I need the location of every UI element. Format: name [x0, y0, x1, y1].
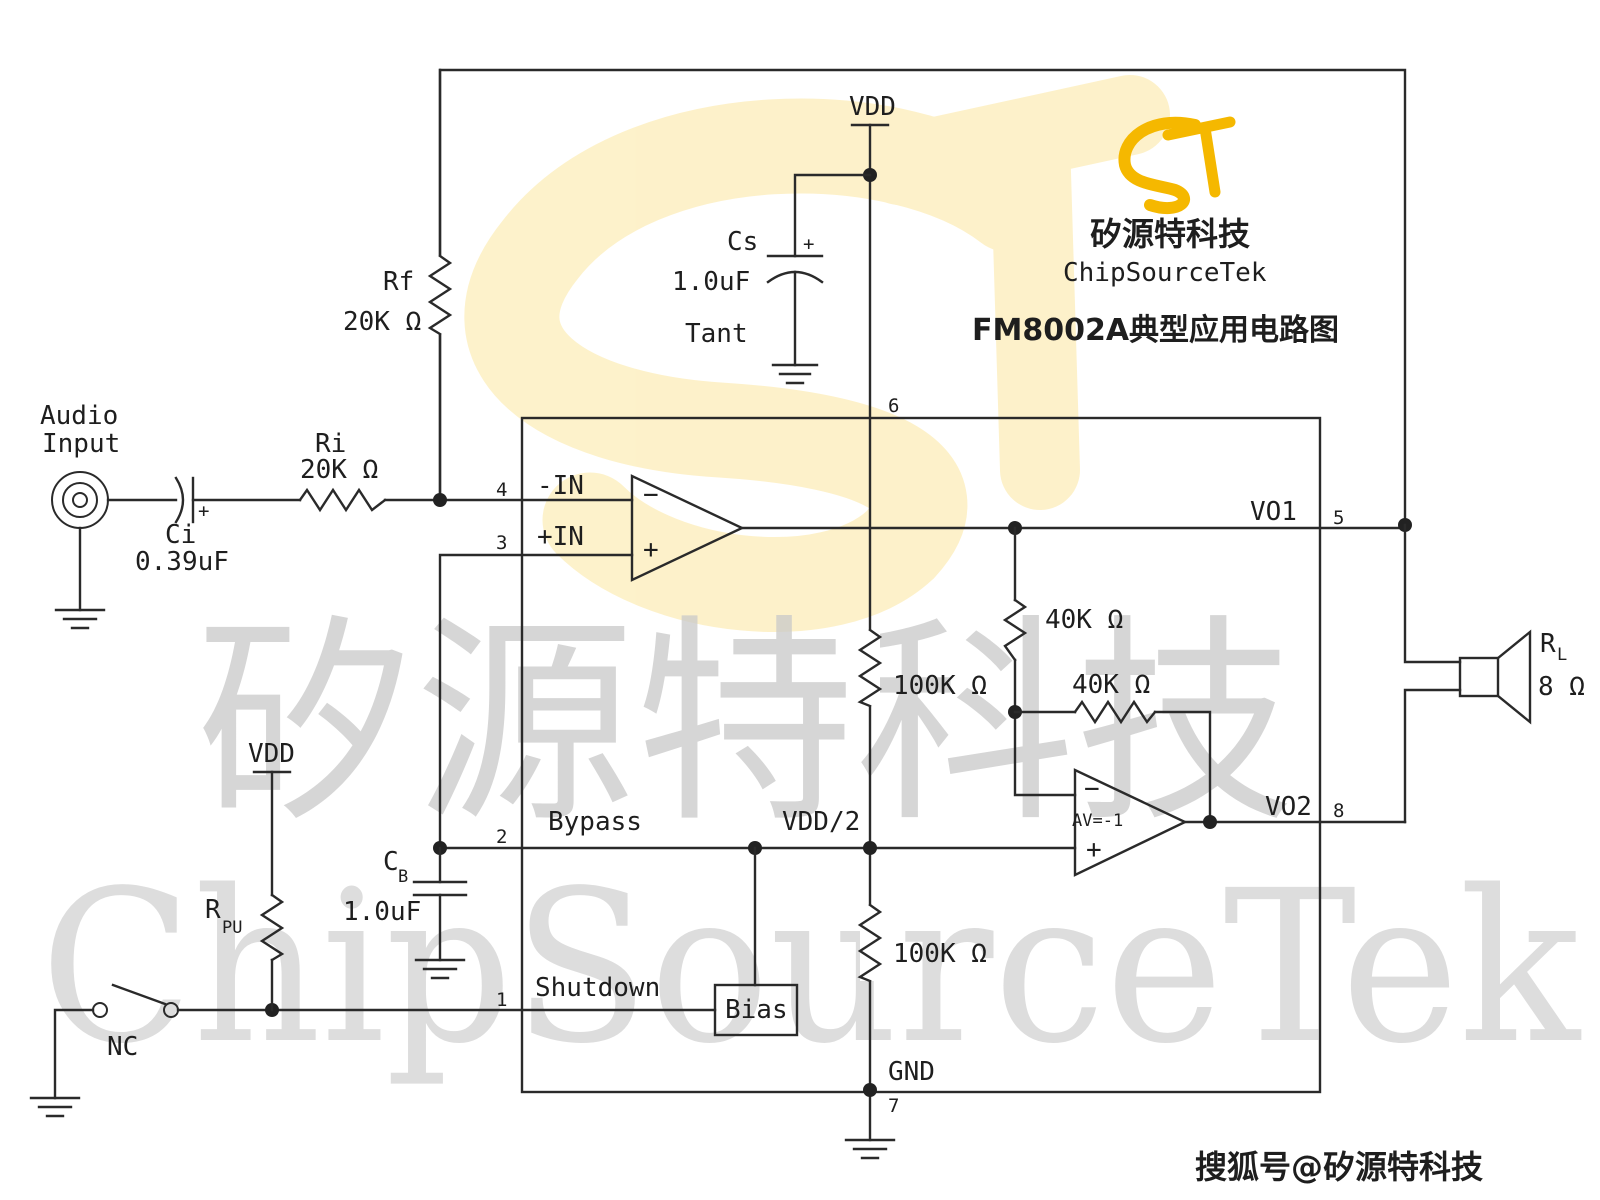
pin-7: 7 — [888, 1095, 899, 1117]
credit-text: 搜狐号@矽源特科技 — [1195, 1148, 1483, 1186]
ci-name: Ci — [165, 520, 196, 550]
switch-ground-wire — [53, 1008, 95, 1100]
pos-in-label: +IN — [537, 522, 584, 552]
brand-cn: 矽源特科技 — [1090, 215, 1250, 253]
junction-neg-in — [433, 493, 447, 507]
r40a-value: 40K Ω — [1045, 605, 1123, 635]
vdd-top-label: VDD — [849, 92, 896, 122]
rf-resistor — [427, 254, 453, 336]
bias-label: Bias — [725, 995, 788, 1025]
cs-name: Cs — [727, 227, 758, 257]
switch-label: NC — [107, 1032, 138, 1062]
diagram-title: FM8002A典型应用电路图 — [972, 313, 1339, 348]
pin-4: 4 — [496, 479, 507, 501]
ci-plate-left — [174, 476, 185, 524]
amp1-plus: + — [643, 535, 659, 565]
ri-name: Ri — [315, 429, 346, 459]
pin-5: 5 — [1333, 507, 1344, 529]
amp1-minus: − — [643, 480, 659, 510]
vo1-label: VO1 — [1250, 497, 1297, 527]
ri-resistor — [298, 487, 387, 513]
rf-name: Rf — [383, 267, 414, 297]
ri-value: 20K Ω — [300, 455, 378, 485]
ci-value: 0.39uF — [135, 547, 229, 577]
spk-wire-top — [1403, 523, 1462, 664]
pos-in-wire — [438, 553, 634, 850]
cb-sub: B — [398, 867, 408, 887]
rl-sub: L — [1557, 645, 1567, 665]
rpu-sub: PU — [222, 918, 242, 938]
ci-polarity: + — [198, 500, 209, 522]
cs-polarity: + — [803, 233, 814, 255]
cs-ground-icon — [771, 363, 819, 385]
rpu-resistor — [259, 893, 285, 962]
audio-input-label-line2: Input — [42, 429, 120, 459]
junction-vdd-half — [863, 841, 877, 855]
cs-wire-top — [793, 173, 872, 258]
chip-boundary — [520, 416, 1322, 1094]
shutdown-label: Shutdown — [535, 973, 660, 1003]
rpu-name: R — [205, 895, 221, 925]
r40b-value: 40K Ω — [1072, 670, 1150, 700]
pin-3: 3 — [496, 532, 507, 554]
main-ground-icon — [844, 1138, 896, 1160]
rl-name: R — [1540, 629, 1556, 659]
r40b-resistor — [1073, 699, 1157, 725]
r40a-resistor — [1002, 598, 1028, 662]
speaker-icon — [1458, 629, 1532, 725]
amp2-plus: + — [1086, 835, 1102, 865]
pin-1: 1 — [496, 989, 507, 1011]
r100a-resistor — [857, 628, 883, 708]
cs-type: Tant — [685, 319, 748, 349]
brand-en: ChipSourceTek — [1063, 258, 1267, 288]
amp2-minus: − — [1084, 774, 1100, 804]
audio-jack-icon[interactable] — [51, 471, 109, 529]
r100b-value: 100K Ω — [893, 939, 987, 969]
switch-ground-icon — [29, 1096, 81, 1118]
vo2-label: VO2 — [1265, 792, 1312, 822]
watermark-cn: 矽源特科技 — [195, 596, 1295, 852]
junction-vo2 — [1203, 815, 1217, 829]
cb-value: 1.0uF — [343, 897, 421, 927]
amp2-gain: AV=-1 — [1072, 811, 1123, 831]
bypass-label: Bypass — [548, 807, 642, 837]
audio-input-label-line1: Audio — [40, 401, 118, 431]
junction-gnd — [863, 1083, 877, 1097]
gnd-label: GND — [888, 1057, 935, 1087]
pin-2: 2 — [496, 826, 507, 848]
cb-ground-icon — [414, 958, 466, 980]
rf-value: 20K Ω — [343, 307, 421, 337]
r100a-value: 100K Ω — [893, 671, 987, 701]
vdd-left-label: VDD — [248, 739, 295, 769]
logo-watermark — [464, 75, 1170, 632]
neg-in-label: -IN — [537, 471, 584, 501]
spk-wire-bottom — [1403, 688, 1462, 824]
pin-6: 6 — [888, 395, 899, 417]
cs-value: 1.0uF — [672, 267, 750, 297]
cb-name: C — [383, 847, 399, 877]
r100b-resistor — [857, 903, 883, 983]
rl-value: 8 Ω — [1538, 672, 1585, 702]
vdd-half-label: VDD/2 — [782, 807, 860, 837]
watermark-en: ChipSourceTek — [40, 845, 1582, 1090]
jack-ground-icon — [54, 608, 106, 630]
amplifier-1 — [630, 474, 745, 582]
pin-8: 8 — [1333, 800, 1344, 822]
brand-logo-icon — [1118, 116, 1236, 215]
amplifier-2 — [1073, 768, 1188, 877]
r40b-wire-right — [1153, 710, 1212, 822]
